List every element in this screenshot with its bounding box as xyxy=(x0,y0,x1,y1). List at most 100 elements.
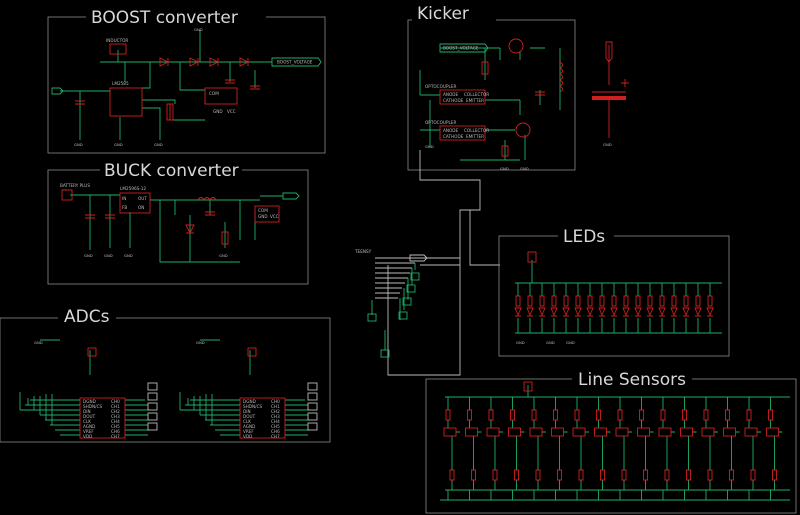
buck-gnd-3: GND xyxy=(124,253,133,258)
led-column xyxy=(526,283,534,333)
line-sensor-resistor xyxy=(467,409,472,421)
adc1-body xyxy=(79,397,126,439)
line-sensor-pulldown xyxy=(535,469,541,481)
adc2-wires xyxy=(179,339,310,436)
led-diode xyxy=(514,307,522,317)
buck-diode xyxy=(185,224,195,235)
kicker-solenoid xyxy=(559,61,563,93)
kicker-mosfet-1 xyxy=(508,38,524,54)
adc-pin-label: VREF xyxy=(83,429,94,434)
led-resistor xyxy=(671,295,677,307)
boost-diode-1 xyxy=(159,57,170,67)
line-sensor-pulldown xyxy=(514,469,519,481)
line-sensor-wire xyxy=(555,397,568,500)
line-sensor-pulldown xyxy=(772,469,777,481)
led-resistor xyxy=(659,295,665,307)
led-column xyxy=(670,283,678,333)
buck-gnd-2: GND xyxy=(104,253,113,258)
line-sensor-photodiode xyxy=(594,427,607,437)
line-sensors-frame xyxy=(425,378,797,514)
buck-ic-out: OUT xyxy=(138,196,147,201)
leds-gnd-3: GND xyxy=(566,340,575,345)
led-resistor xyxy=(611,295,617,307)
kicker-bulk-cap-plus xyxy=(621,79,629,87)
adc2-gnd: GND xyxy=(196,340,205,345)
line-sensor-wire xyxy=(490,397,503,500)
led-resistor xyxy=(575,295,581,307)
line-sensor-wire xyxy=(469,397,482,500)
boost-output-label: BOOST_VOLTAGE xyxy=(277,60,313,65)
line-sensor-pulldown xyxy=(750,469,756,481)
boost-inductor-label: INDUCTOR xyxy=(106,38,128,43)
leds-title-bg xyxy=(558,226,614,244)
line-sensor-photodiode xyxy=(766,427,779,437)
boost-frame xyxy=(47,16,326,154)
led-column xyxy=(646,283,654,333)
adc-pin-label: VDD xyxy=(243,434,252,439)
boost-converter-section: BOOST converter INDUCTOR BOOST_VOLTAGE L… xyxy=(47,8,326,154)
adc-pin-label: CH0 xyxy=(271,399,280,404)
boost-wires xyxy=(60,30,272,140)
adcs-title-bg xyxy=(58,306,116,324)
adc-pin-label: CH4 xyxy=(111,419,120,424)
boost-diode-4 xyxy=(239,57,250,67)
boost-com-label: COM xyxy=(209,91,219,96)
teensy-tag-2 xyxy=(406,284,416,293)
led-column xyxy=(634,283,642,333)
kicker-optocoupler-1 xyxy=(439,89,486,105)
kicker-optocoupler-2 xyxy=(439,125,486,141)
line-sensor-pulldown xyxy=(449,469,455,481)
adc-pin-label: CLK xyxy=(243,419,251,424)
line-sensor-photodiode xyxy=(486,427,500,437)
adc2-body xyxy=(239,397,286,439)
adc-pin-label: DOUT xyxy=(83,414,96,419)
led-diode xyxy=(634,307,642,317)
adcs-frame xyxy=(0,317,331,443)
adc-pin-label: DOUT xyxy=(243,414,256,419)
line-sensor-photodiode xyxy=(680,427,693,437)
leds-section: LEDs GND GND GND xyxy=(498,226,730,357)
led-diode xyxy=(574,307,582,317)
buck-title-bg xyxy=(100,160,242,178)
adc1-tag-5 xyxy=(147,422,158,431)
adc-pin-label: SHDN/CS xyxy=(83,404,102,409)
buck-title: BUCK converter xyxy=(104,161,239,181)
led-resistor xyxy=(683,295,689,307)
led-resistor xyxy=(695,295,701,307)
teensy-tag-3 xyxy=(402,297,412,306)
line-sensor-resistor xyxy=(510,409,515,421)
line-sensor-resistor xyxy=(768,409,773,421)
led-diode xyxy=(682,307,690,317)
kicker-section: Kicker BOOST_VOLTAGE OPTOCOUPLER ANODE C… xyxy=(407,3,629,171)
line-sensor-photodiode xyxy=(637,427,650,437)
line-sensor-wire xyxy=(748,397,761,500)
buck-ic-label: LM2596S-12 xyxy=(120,186,146,191)
buck-gnd-4: GND xyxy=(219,253,228,258)
line-sensor-resistor xyxy=(725,409,730,421)
line-sensor-photodiode xyxy=(551,427,564,437)
adc-pin-label: CH6 xyxy=(111,429,120,434)
adc2-tag-1 xyxy=(307,382,318,391)
adc-pin-label: VDD xyxy=(83,434,92,439)
buck-ic-on: ON xyxy=(138,205,144,210)
led-resistor xyxy=(563,295,569,307)
line-sensor-column xyxy=(658,397,675,500)
line-sensor-pulldown xyxy=(492,469,498,481)
boost-gnd-2: GND xyxy=(114,142,123,147)
leds-title: LEDs xyxy=(563,227,605,247)
led-resistor xyxy=(587,295,593,307)
line-sensor-resistor xyxy=(660,409,666,421)
line-sensor-column xyxy=(637,397,654,500)
line-sensor-pulldown xyxy=(621,469,627,481)
led-column xyxy=(658,283,666,333)
led-column xyxy=(574,283,582,333)
line-sensor-photodiode xyxy=(443,427,457,437)
line-sensor-photodiode xyxy=(529,427,543,437)
boost-input-port xyxy=(51,87,64,95)
led-resistor xyxy=(647,295,653,307)
boost-cap-3 xyxy=(250,85,260,90)
adc-pin-label: VREF xyxy=(243,429,254,434)
led-resistor xyxy=(623,295,629,307)
led-resistor xyxy=(551,295,557,307)
